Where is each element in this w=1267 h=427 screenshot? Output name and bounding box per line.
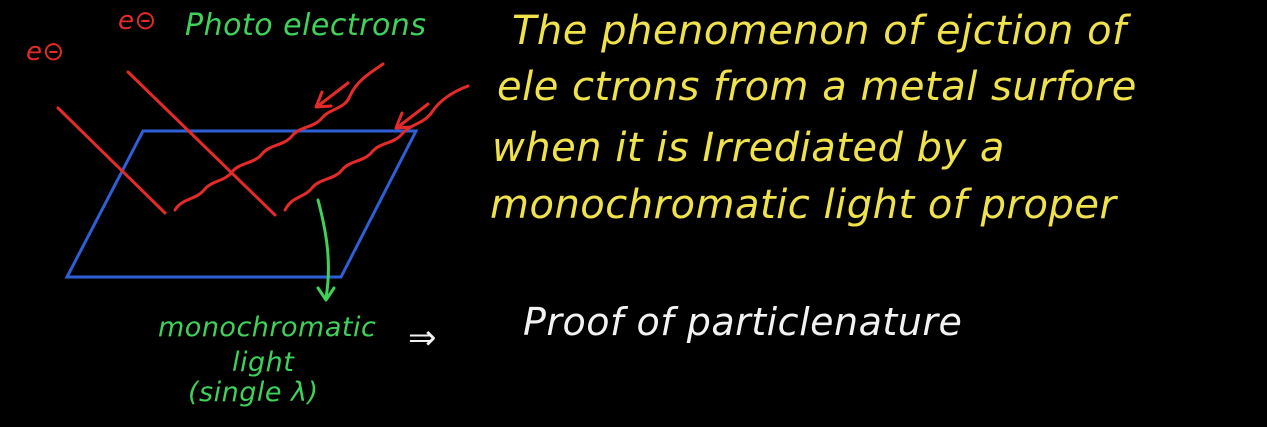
wave-arrow-2-head (394, 111, 413, 130)
wave-arrow-2 (396, 102, 430, 129)
definition-line-2: ele ctrons from a metal surfore (497, 64, 1137, 110)
definition-line-4: monochromatic light of proper (490, 182, 1117, 228)
definition-line-3: when it is Irrediated by a (492, 125, 1005, 171)
light-wave-1 (173, 62, 385, 212)
light-arrow-head (316, 286, 336, 302)
light-arrow (316, 198, 330, 300)
light-wave-2 (283, 84, 470, 212)
proof-statement: Proof of particlenature (523, 300, 963, 344)
implies-arrow: ⇒ (408, 318, 437, 358)
photo-electrons-label: Photo electrons (185, 8, 427, 43)
electron-symbol-1: e⊝ (26, 37, 65, 67)
monochromatic-label: monochromatic (158, 312, 377, 343)
wave-arrow-1-head (314, 90, 333, 109)
light-label: light (232, 347, 295, 378)
metal-surface (64, 129, 419, 279)
wave-arrow-1 (316, 81, 350, 108)
definition-line-1: The phenomenon of ejction of (512, 8, 1127, 54)
single-wavelength-label: (single λ) (188, 377, 319, 408)
electron-path-2 (126, 70, 277, 217)
electron-path-1 (56, 106, 167, 215)
electron-symbol-2: e⊝ (118, 6, 157, 36)
